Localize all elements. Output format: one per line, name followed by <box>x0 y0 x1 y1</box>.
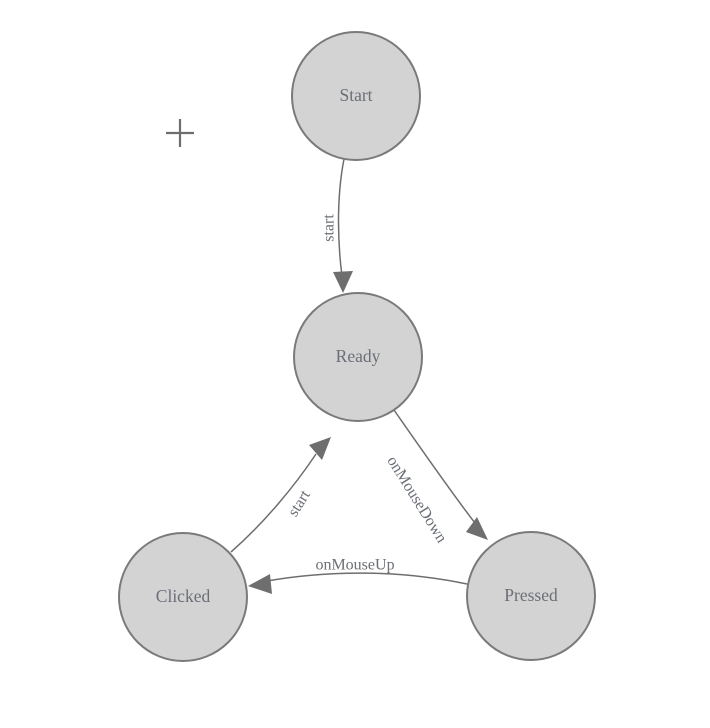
node-ready-label: Ready <box>336 346 381 366</box>
crosshair-icon <box>166 119 194 147</box>
edge-path-pressed-to-clicked[interactable] <box>266 572 468 585</box>
edge-path-ready-to-pressed[interactable] <box>393 409 476 524</box>
arrowhead-into-pressed <box>466 517 488 540</box>
node-start[interactable]: Start <box>291 31 421 161</box>
edge-label-ready-to-pressed: onMouseDown <box>383 453 450 546</box>
edge-path-start-to-ready[interactable] <box>337 158 345 277</box>
edge-ready-to-pressed[interactable]: onMouseDown <box>383 409 488 546</box>
edge-start-to-ready[interactable]: start <box>321 158 353 293</box>
arrowhead-into-ready-top <box>333 271 353 293</box>
edge-label-pressed-to-clicked: onMouseUp <box>315 557 394 574</box>
edge-pressed-to-clicked[interactable]: onMouseUp <box>248 557 468 594</box>
node-pressed[interactable]: Pressed <box>466 531 596 661</box>
edge-label-start-to-ready: start <box>321 214 338 242</box>
node-clicked-label: Clicked <box>156 586 211 606</box>
node-pressed-circle[interactable] <box>466 531 596 661</box>
node-start-circle[interactable] <box>291 31 421 161</box>
arrowhead-into-clicked <box>248 574 272 594</box>
node-start-label: Start <box>339 85 372 105</box>
node-clicked[interactable]: Clicked <box>118 532 248 662</box>
node-pressed-label: Pressed <box>504 585 558 605</box>
edge-clicked-to-ready[interactable]: start <box>230 437 331 553</box>
edge-path-clicked-to-ready[interactable] <box>230 453 317 553</box>
node-ready[interactable]: Ready <box>293 292 423 422</box>
node-clicked-circle[interactable] <box>118 532 248 662</box>
node-ready-circle[interactable] <box>293 292 423 422</box>
arrowhead-into-ready-lower-left <box>309 437 331 460</box>
